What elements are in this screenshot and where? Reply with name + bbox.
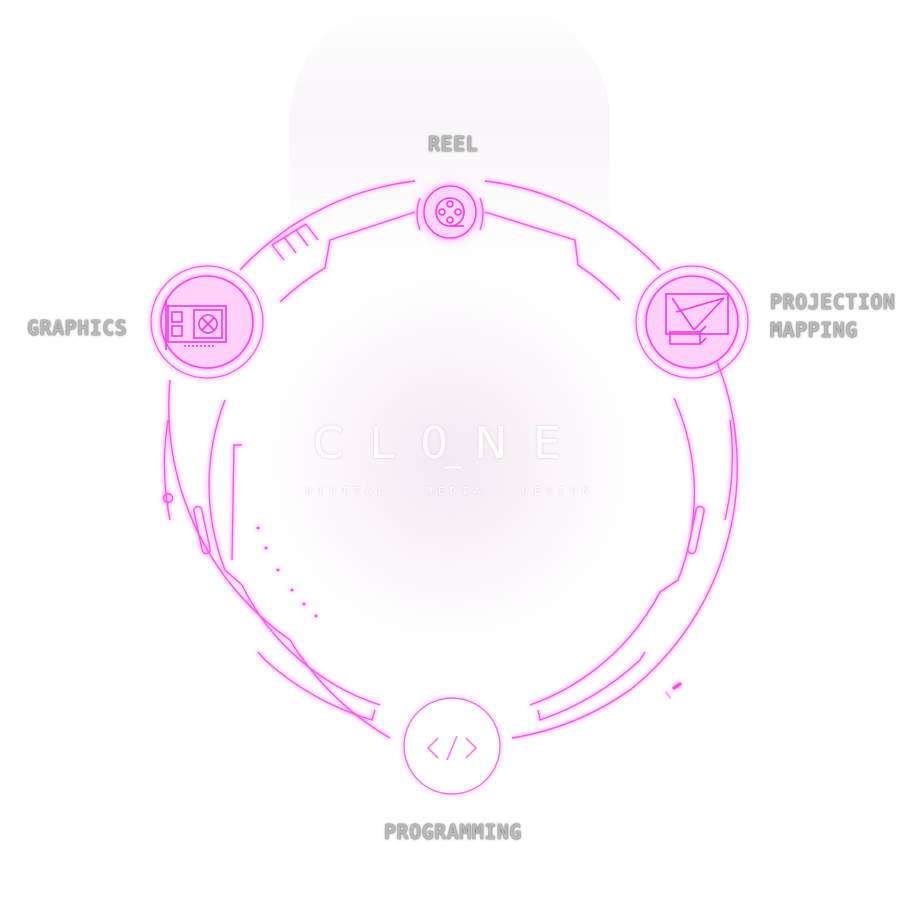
top-haze	[290, 0, 610, 320]
graphics-node	[150, 265, 264, 379]
reel-label[interactable]: REEL	[428, 132, 479, 156]
graphics-label[interactable]: GRAPHICS	[27, 316, 128, 340]
graphics-card-icon	[165, 300, 227, 350]
reel-button[interactable]	[424, 186, 476, 238]
logo-text: CL0NE	[313, 418, 587, 469]
projection-label-line2: MAPPING	[770, 318, 858, 342]
ring-lines	[162, 180, 738, 739]
projection-mapping-button[interactable]	[646, 276, 738, 368]
programming-label[interactable]: PROGRAMMING	[384, 820, 522, 844]
center-haze	[240, 250, 660, 670]
dot-trail	[256, 526, 318, 618]
accent-dashes	[665, 682, 682, 699]
programming-button[interactable]	[404, 698, 500, 794]
projection-mapping-label[interactable]: PROJECTION MAPPING	[770, 288, 895, 344]
reel-node	[423, 185, 477, 239]
graphics-button[interactable]	[161, 276, 253, 368]
logo-underline	[443, 465, 463, 470]
programming-node	[403, 697, 501, 795]
projector-icon	[665, 293, 729, 345]
tagline: DIGITAL · MEDIA · DESIGN	[305, 486, 595, 497]
film-reel-icon	[435, 197, 465, 227]
projection-label-line1: PROJECTION	[770, 290, 896, 314]
projection-node	[635, 265, 749, 379]
code-brackets-icon	[426, 735, 478, 761]
